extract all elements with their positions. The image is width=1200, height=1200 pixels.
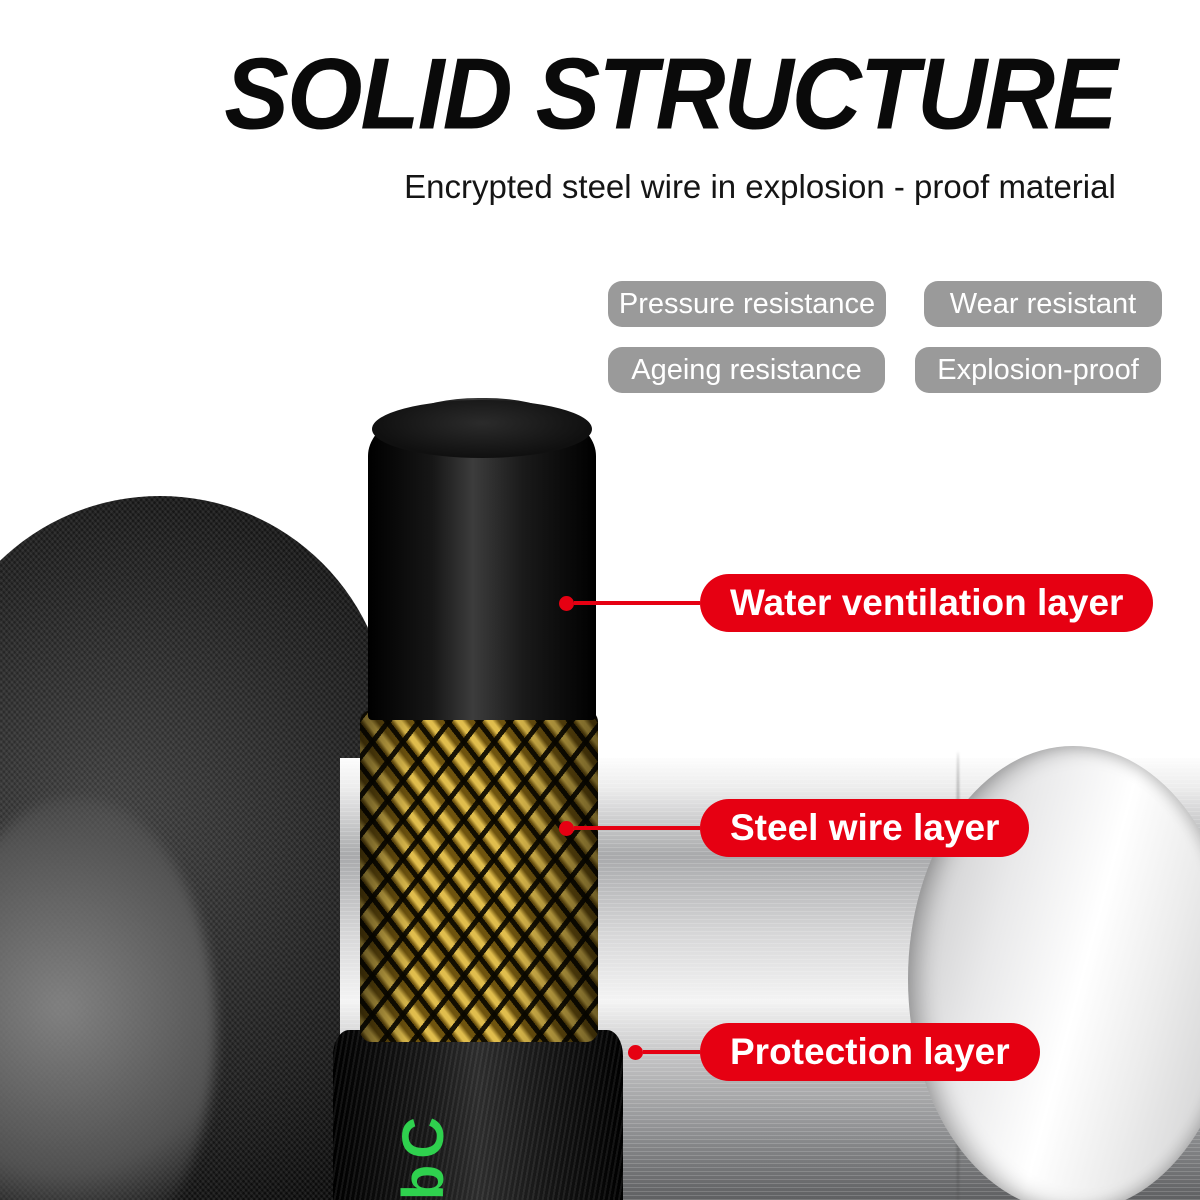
feature-badge-explosion: Explosion-proof <box>915 347 1161 393</box>
feature-badge-label: Pressure resistance <box>618 287 876 320</box>
callout-dot-icon <box>628 1044 643 1060</box>
black-cylinder-face <box>0 796 216 1200</box>
black-knurled-cylinder <box>0 496 390 1200</box>
callout-label: Water ventilation layer <box>700 574 1154 632</box>
callout-label: Protection layer <box>700 1023 1040 1081</box>
page-title: SOLID STRUCTURE <box>224 36 1118 151</box>
feature-badge-label: Explosion-proof <box>937 353 1139 386</box>
steel-wire-shading <box>360 710 598 1042</box>
callout-line <box>574 826 700 830</box>
callout-dot-icon <box>559 595 574 611</box>
feature-badge-pressure: Pressure resistance <box>608 281 886 327</box>
hose-steel-wire-layer <box>360 710 598 1042</box>
callout-line <box>643 1050 700 1054</box>
feature-badge-ageing: Ageing resistance <box>608 347 885 393</box>
callout-label: Steel wire layer <box>700 799 1030 857</box>
hose-top-cap <box>372 400 592 458</box>
feature-badge-label: Wear resistant <box>949 287 1137 320</box>
feature-badge-label: Ageing resistance <box>631 353 862 386</box>
hose-water-ventilation-layer <box>368 398 596 720</box>
callout-dot-icon <box>559 820 574 836</box>
subtitle: Encrypted steel wire in explosion - proo… <box>404 168 1116 205</box>
callout-line <box>574 601 700 605</box>
callout-protection: Protection layer <box>628 1023 1040 1081</box>
callout-water-ventilation: Water ventilation layer <box>559 574 1154 632</box>
hose-protection-layer: bC <box>333 1030 623 1200</box>
hose-print-text: bC <box>391 1110 457 1200</box>
feature-badge-wear: Wear resistant <box>924 281 1162 327</box>
callout-steel-wire: Steel wire layer <box>559 799 1030 857</box>
